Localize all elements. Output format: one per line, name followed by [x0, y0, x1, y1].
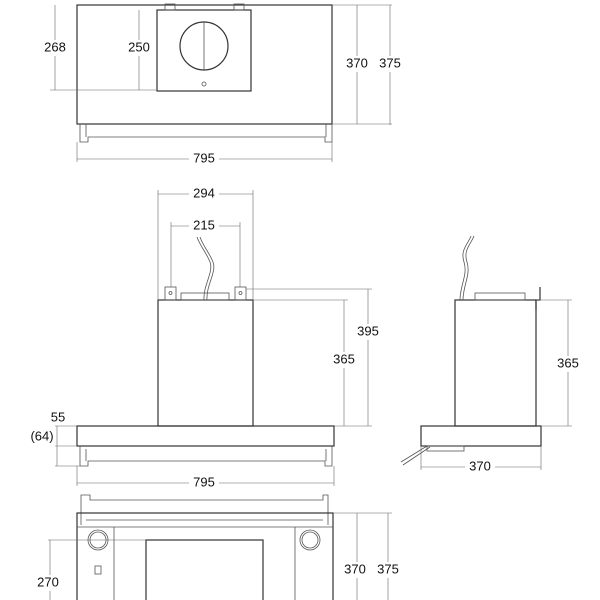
dimension-label: 365: [557, 355, 579, 370]
dimension-label: 215: [193, 217, 215, 232]
dimension-label: (64): [30, 428, 53, 443]
chimney-side: [454, 299, 537, 427]
dimension-label: 375: [377, 561, 399, 576]
chimney: [157, 299, 254, 427]
canopy-side: [420, 425, 542, 447]
hood-body-outline: [76, 4, 333, 125]
hood-body-bottom: [76, 512, 334, 600]
power-cable: [196, 236, 215, 301]
dimension-label: 370: [344, 561, 366, 576]
switch-icon: [94, 565, 102, 575]
dimension-label: 250: [128, 39, 150, 54]
dimension-label: 365: [333, 351, 355, 366]
side-view: 365 370: [400, 235, 583, 475]
filter-panel: [145, 539, 264, 600]
dimension-label: 795: [193, 474, 215, 489]
dimension-label: 375: [379, 55, 401, 70]
dimension-label: 370: [346, 55, 368, 70]
dimension-label: 270: [37, 574, 59, 589]
dimension-label: 370: [469, 458, 491, 473]
dimension-label: 294: [193, 185, 215, 200]
canopy: [76, 425, 335, 447]
front-view: 294 215 395 365 55 (64) 795: [30, 185, 383, 491]
dimension-label: 395: [357, 323, 379, 338]
dimension-label: 55: [51, 409, 65, 424]
dimension-label: 268: [44, 39, 66, 54]
bottom-view: 270 370 375: [33, 494, 403, 600]
dimension-label: 795: [193, 150, 215, 165]
top-view: 268 250 370 375 795: [40, 3, 405, 167]
motor-panel: [156, 9, 252, 92]
